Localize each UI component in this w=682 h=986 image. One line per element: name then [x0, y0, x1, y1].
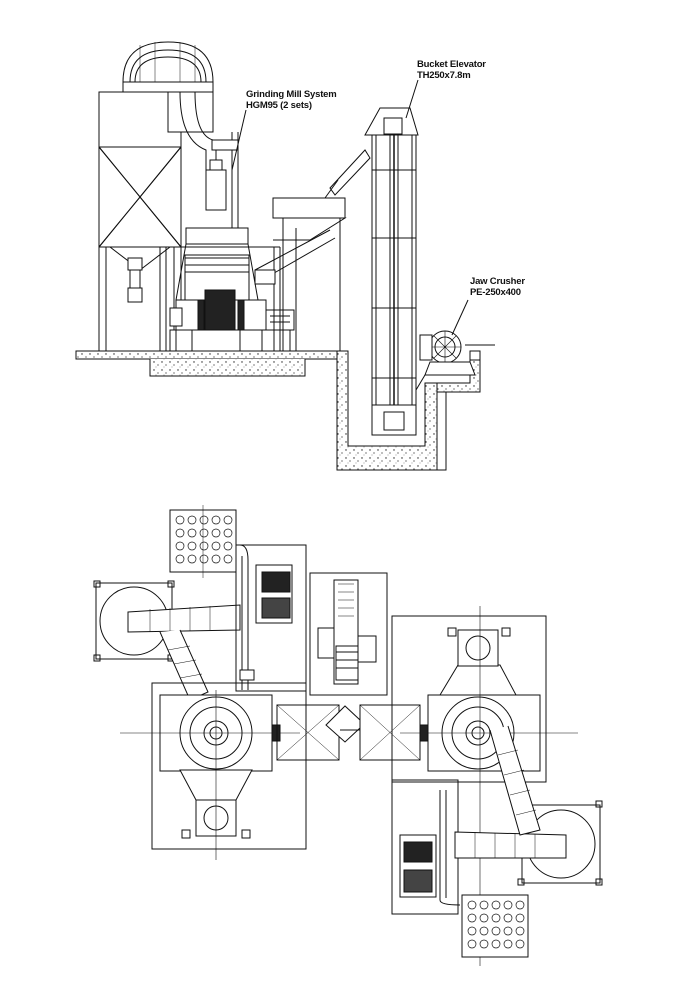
foundation	[75, 350, 481, 471]
grinding-mill	[159, 132, 295, 352]
plan-view	[93, 505, 603, 966]
label-jaw-crusher: Jaw Crusher PE-250x400	[470, 276, 525, 298]
plan-feeder	[276, 704, 421, 761]
label-bucket-elevator-line1: Bucket Elevator	[417, 59, 486, 70]
plan-elevator-crusher	[309, 572, 388, 696]
plan-cyclone-left	[93, 580, 241, 701]
plan-cyclone-right	[454, 725, 603, 886]
jaw-crusher	[415, 330, 495, 391]
plan-mill-left	[120, 682, 307, 860]
plan-blower-right	[391, 779, 461, 915]
elevation-view	[75, 41, 495, 471]
label-grinding-mill: Grinding Mill System HGM95 (2 sets)	[246, 89, 337, 111]
label-bucket-elevator: Bucket Elevator TH250x7.8m	[417, 59, 486, 81]
label-grinding-mill-line1: Grinding Mill System	[246, 89, 337, 100]
label-bucket-elevator-line2: TH250x7.8m	[417, 70, 471, 81]
plan-mill-right	[391, 606, 578, 966]
plan-filter-left	[169, 505, 237, 578]
plan-filter-right	[461, 894, 529, 958]
bucket-elevator	[324, 107, 419, 436]
label-jaw-crusher-line1: Jaw Crusher	[470, 276, 525, 287]
label-grinding-mill-line2: HGM95 (2 sets)	[246, 100, 312, 111]
feed-hopper	[254, 197, 347, 351]
label-jaw-crusher-line2: PE-250x400	[470, 287, 521, 298]
plan-blower-left	[235, 544, 307, 692]
arch-pipe	[122, 41, 214, 190]
